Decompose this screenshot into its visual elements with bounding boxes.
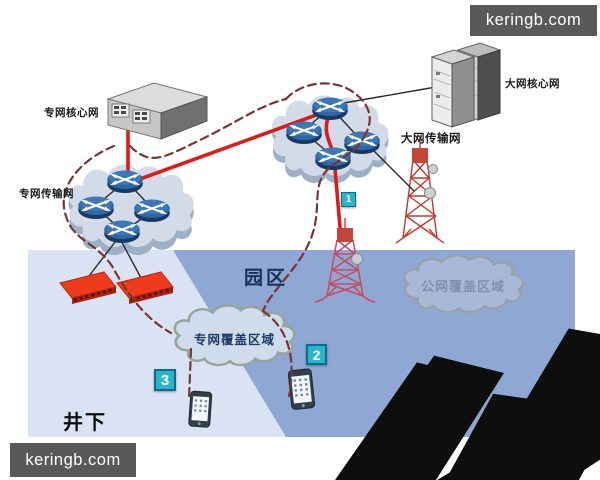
watermark-top-right: keringb.com	[470, 5, 597, 36]
label-private-transmission-network: 专网传输网	[19, 188, 74, 200]
badge-number: 3	[160, 371, 170, 389]
mine-antenna-icon	[116, 271, 174, 304]
core-racks-icon	[430, 42, 502, 128]
router-icon	[343, 130, 381, 156]
router-icon	[106, 169, 144, 195]
label-public-transmission-network: 大网传输网	[401, 133, 461, 145]
watermark-bottom-left: keringb.com	[10, 443, 136, 477]
router-icon	[133, 198, 171, 224]
smartphone-icon	[287, 368, 316, 410]
watermark-text: keringb.com	[25, 450, 121, 469]
step-badge-2: 2	[306, 344, 327, 365]
router-icon	[311, 96, 349, 122]
label-public-coverage-area: 公网覆盖区域	[421, 279, 506, 294]
mine-antenna-icon	[59, 271, 117, 304]
watermark-text: keringb.com	[485, 11, 582, 29]
transmission-tower-icon	[395, 138, 445, 244]
campus-tower-icon	[314, 218, 376, 303]
step-badge-1: 1	[341, 192, 356, 207]
dashed-boundary-lines	[62, 82, 371, 401]
router-icon	[314, 146, 352, 172]
router-icon	[77, 195, 115, 221]
label-surface: 地面	[518, 415, 561, 436]
smartphone-icon	[188, 390, 213, 428]
badge-number: 1	[345, 194, 352, 205]
router-icon	[103, 219, 141, 245]
router-icon	[285, 120, 323, 146]
label-underground: 井下	[63, 412, 107, 434]
label-private-core-network: 专网核心网	[44, 107, 99, 119]
label-public-core-network: 大网核心网	[505, 78, 560, 90]
label-campus: 园区	[244, 268, 289, 289]
core-server-icon	[106, 82, 209, 140]
badge-number: 2	[312, 346, 321, 363]
step-badge-3: 3	[154, 369, 176, 391]
label-private-coverage-area: 专网覆盖区域	[194, 333, 276, 347]
